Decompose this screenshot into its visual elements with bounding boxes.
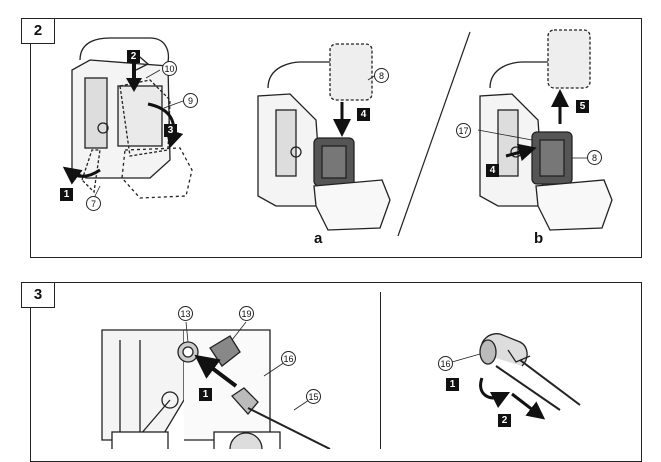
callout-19: 19 <box>239 306 254 321</box>
illustration-layer <box>62 29 613 449</box>
step-badge-2: 2 <box>127 50 140 63</box>
step-badge-3: 3 <box>164 124 177 137</box>
callout-8-a: 8 <box>374 68 389 83</box>
figure-3-number-tab: 3 <box>21 282 55 308</box>
callout-15: 15 <box>306 389 321 404</box>
connector-drawing-left <box>101 329 331 449</box>
step-badge-2-pull: 2 <box>498 414 511 427</box>
step-1-connect-arrow <box>194 354 238 388</box>
figure-2-number-tab: 2 <box>21 18 55 44</box>
callout-16-a: 16 <box>281 351 296 366</box>
step-badge-1-twist: 1 <box>446 378 459 391</box>
callout-8-b: 8 <box>587 150 602 165</box>
callout-17: 17 <box>456 123 471 138</box>
step-badge-1: 1 <box>60 188 73 201</box>
step-4b-arrow <box>505 143 537 162</box>
figure-3-divider <box>380 292 381 449</box>
callout-16-b: 16 <box>438 356 453 371</box>
step-badge-4-b: 4 <box>486 164 499 177</box>
device-drawing-b <box>479 29 613 231</box>
callout-10: 10 <box>162 61 177 76</box>
manual-figure-page: 2 3 <box>21 18 642 462</box>
step-1-twist-arrow <box>479 377 511 409</box>
step-badge-5: 5 <box>576 100 589 113</box>
device-drawing-a <box>257 43 391 231</box>
step-1-arrow <box>62 166 101 185</box>
callout-13: 13 <box>178 306 193 321</box>
subfigure-label-a: a <box>314 230 323 247</box>
device-drawing-left <box>71 37 193 199</box>
figure-2-diagonal-divider <box>397 31 471 237</box>
step-badge-4-a: 4 <box>357 108 370 121</box>
callout-9: 9 <box>183 93 198 108</box>
connector-drawing-right <box>479 333 581 411</box>
subfigure-label-b: b <box>534 230 544 247</box>
callout-7: 7 <box>86 196 101 211</box>
step-2-pull-arrow <box>511 392 546 420</box>
step-2-arrowhead <box>126 78 142 92</box>
step-badge-1-connect: 1 <box>199 388 212 401</box>
